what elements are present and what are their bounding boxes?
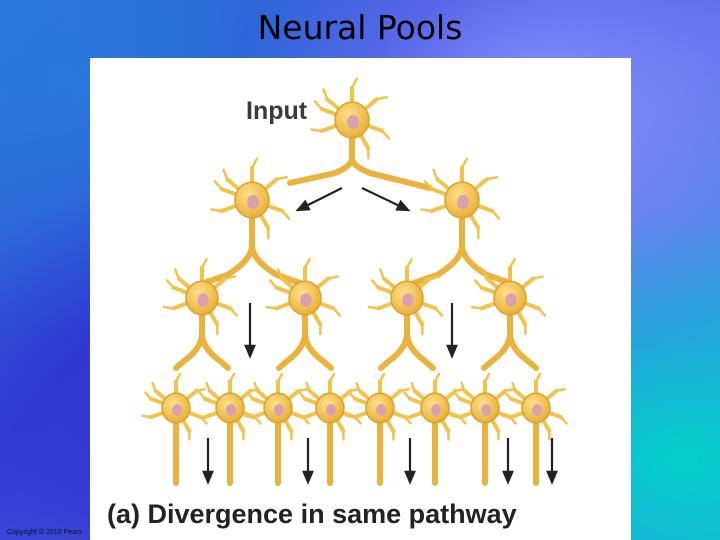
arrow-output-1 [202,438,214,485]
figure-caption: (a) Divergence in same pathway [107,499,517,529]
neuron-level4-5 [345,372,412,441]
neuron-input [310,77,391,160]
neuron-level4-4 [295,372,362,441]
neuron-level3-1 [162,257,239,336]
neuron-level3-2 [265,257,342,336]
neuron-level4-6 [400,372,467,441]
arrow-divergence-right [361,187,411,212]
arrow-output-3 [404,438,416,485]
neuron-level4-2 [195,372,262,441]
neuron-level4-1 [141,372,208,441]
arrow-output-4 [502,438,514,485]
neural-pools-figure: Input (a) Divergence in same pathway [90,58,631,540]
neuron-level2-right [420,157,501,240]
neuron-level4-7 [450,372,517,441]
input-label: Input [246,97,308,125]
neuron-level4-3 [243,372,310,441]
divergence-diagram [141,77,568,486]
neuron-level3-3 [367,257,444,336]
slide-title: Neural Pools [257,8,463,47]
copyright-text: Copyright © 2010 Pears [7,529,82,536]
arrow-level3-right [446,303,458,359]
arrow-output-5 [546,438,558,485]
neuron-level3-4 [470,257,547,336]
arrow-output-2 [302,438,314,485]
arrow-divergence-left [295,187,343,212]
neuron-level4-8 [501,372,568,441]
neuron-level2-left [210,157,291,240]
arrow-level3-left [244,303,256,359]
